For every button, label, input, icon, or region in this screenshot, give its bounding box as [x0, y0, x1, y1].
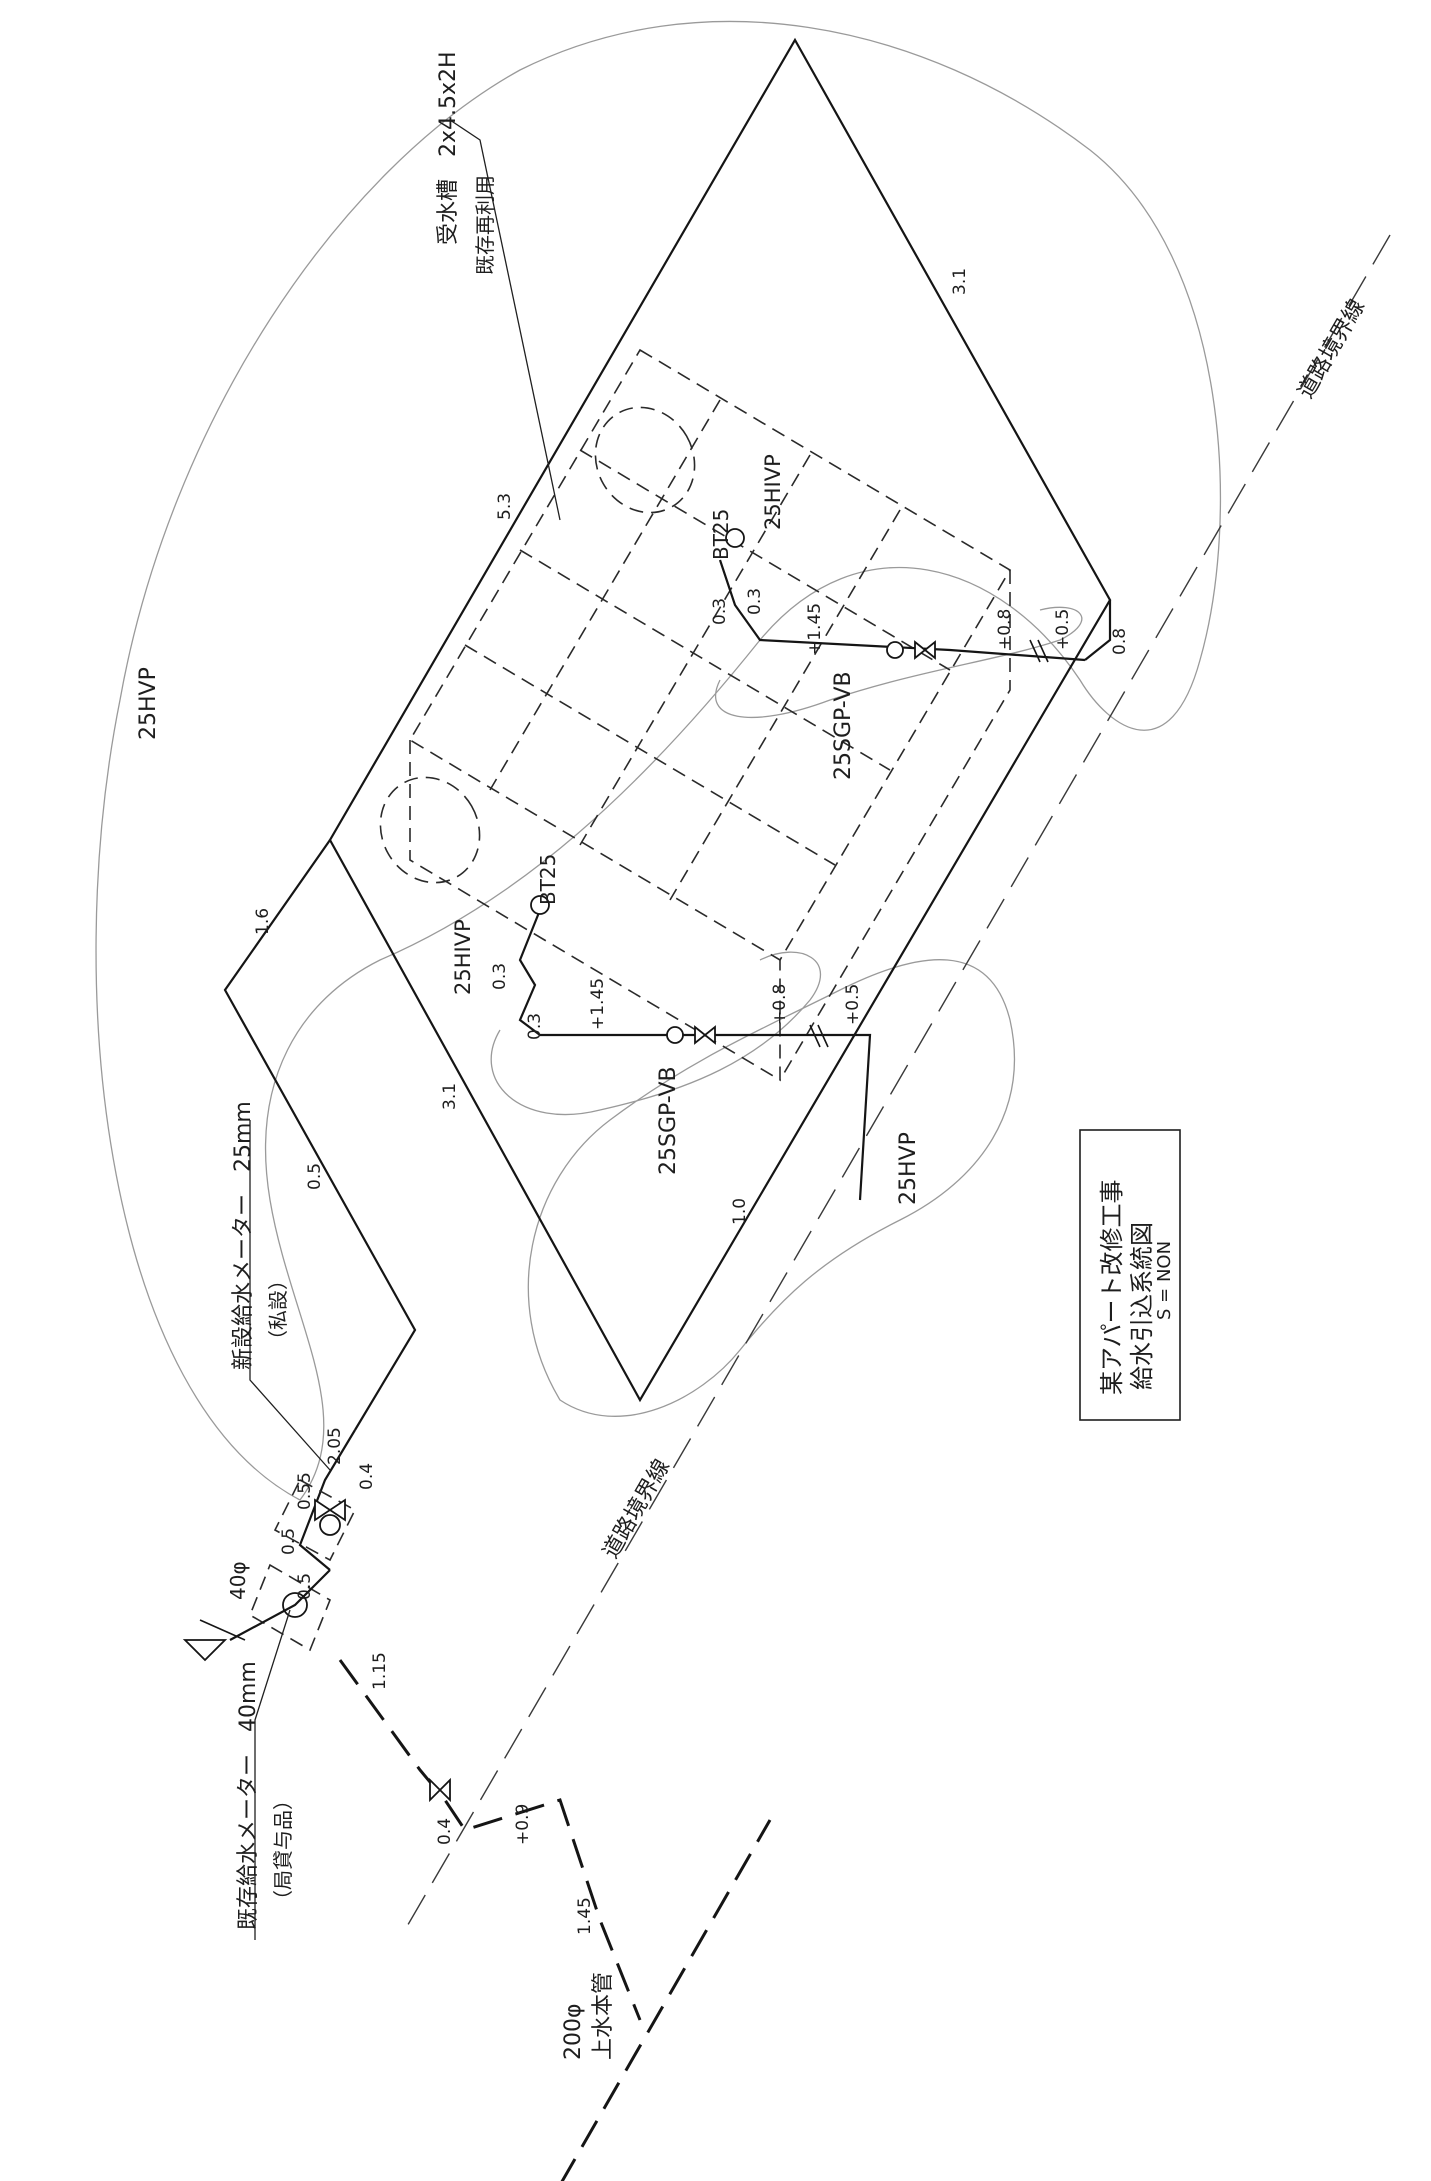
dim-0.3-lower-a: 0.3	[490, 963, 510, 990]
ball-tap-lower-icon	[530, 895, 550, 915]
buried-service-pipe	[338, 1659, 642, 2021]
union-upper-icon	[1029, 639, 1049, 663]
drawing-scale: S = NON	[1154, 1241, 1175, 1320]
dim-0.5: 0.5	[305, 1163, 325, 1190]
dim-1.0: 1.0	[730, 1198, 750, 1225]
pipe-label-sgp-lower: 25SGP-VB	[656, 1066, 681, 1175]
tank-leader	[449, 119, 561, 521]
dim-plus-0.8-upper: +0.8	[995, 609, 1015, 650]
title-block: 某アパート改修工事 給水引込系統図 S = NON	[1079, 1129, 1181, 1421]
union-lower-icon	[809, 1024, 829, 1048]
supply-branch-lower	[518, 895, 872, 1201]
supply-branch-upper	[718, 528, 1086, 663]
main-size-label: 200φ	[561, 2003, 586, 2060]
dim-3.1-top: 3.1	[950, 268, 970, 295]
ball-tap-label-lower: BT25	[536, 854, 560, 905]
new-meter-label: 新設給水メーター 25mm	[231, 1101, 256, 1370]
water-tank	[379, 348, 1012, 1082]
road-boundary-label-lower: 道路境界線	[599, 1455, 676, 1563]
new-meter-leader	[249, 1120, 331, 1471]
dim-plus-0.9: +0.9	[513, 1804, 533, 1845]
pipe-label-hvp-lower: 25HVP	[896, 1132, 921, 1205]
road-boundary-label-upper: 道路境界線	[1294, 295, 1371, 403]
dim-0.4-top: 0.4	[357, 1463, 377, 1490]
dim-0.3-lower-b: 0.3	[525, 1013, 545, 1040]
tank-label: 受水槽 2x4.5x2H	[436, 51, 461, 245]
drawing-title-line1: 某アパート改修工事	[1098, 1179, 1126, 1395]
branch-40-pipe	[199, 1619, 246, 1641]
new-meter-icon	[319, 1514, 341, 1536]
new-meter-note: （私設）	[266, 1270, 290, 1350]
dim-0.3-upper-a: 0.3	[710, 598, 730, 625]
dim-0.4-buried: 0.4	[435, 1818, 455, 1845]
existing-meter-label: 既存給水メーター 40mm	[236, 1661, 261, 1930]
ball-tap-upper-icon	[725, 528, 745, 548]
dim-0.8: 0.8	[1110, 628, 1130, 655]
existing-meter-leader	[254, 1609, 291, 1940]
stop-valve-icon	[314, 1498, 346, 1522]
meter-assembly	[182, 1429, 357, 1662]
pipe-route-upper-left	[223, 839, 417, 1431]
branch-size-label: 40φ	[226, 1561, 250, 1600]
revision-cloud-valve-b	[714, 606, 1083, 718]
branch-end-marker-icon	[182, 1639, 228, 1662]
meter-upper-icon	[886, 641, 904, 659]
drawing-title-line2: 給水引込系統図	[1128, 1222, 1156, 1390]
meter-lower-icon	[666, 1026, 684, 1044]
revision-cloud-valve-a	[490, 951, 822, 1116]
pipe-drop-right	[1084, 600, 1112, 661]
dim-0.5-meter-b: 0.5	[295, 1573, 315, 1600]
gate-valve-upper-icon	[914, 640, 936, 660]
title-block-frame	[1079, 1129, 1181, 1421]
main-name-label: 上水本管	[591, 1972, 616, 2060]
pipe-label-sgp-upper: 25SGP-VB	[831, 671, 856, 780]
dim-0.3-upper-b: 0.3	[745, 588, 765, 615]
pipe-label-hivp-lower: 25HIVP	[451, 919, 475, 995]
dim-3.1-left: 3.1	[440, 1083, 460, 1110]
revision-cloud-main	[95, 20, 1222, 1501]
revision-cloud-lower	[527, 959, 1015, 1417]
dim-plus-1.45-lower: +1.45	[588, 978, 608, 1030]
dim-0.5-meter: 0.5	[279, 1528, 299, 1555]
dim-plus-0.8-lower: +0.8	[770, 984, 790, 1025]
dim-plus-1.45-upper: +1.45	[805, 603, 825, 655]
gate-valve-lower-icon	[694, 1025, 716, 1045]
dim-0.55: 0.55	[295, 1472, 315, 1510]
existing-meter-note: （局貸与品）	[271, 1790, 295, 1910]
pipe-label-hvp-upper: 25HVP	[136, 667, 161, 740]
dim-plus-0.5-lower: +0.5	[843, 984, 863, 1025]
dim-1.6: 1.6	[253, 908, 273, 935]
dimensions: 3.1 3.1 5.3 1.6 0.5 1.0 0.8 2.05 0.4 0.5…	[253, 268, 1130, 1935]
road-boundary-line	[401, 234, 1391, 1936]
water-main-pipe	[560, 1819, 772, 2181]
ball-tap-label-upper: BT25	[709, 509, 733, 560]
pipe-label-hivp-upper: 25HIVP	[761, 454, 785, 530]
building-outline	[328, 37, 1112, 1403]
dim-1.15: 1.15	[370, 1652, 390, 1690]
dim-5.3: 5.3	[495, 493, 515, 520]
dim-1.45: 1.45	[575, 1897, 595, 1935]
dim-plus-0.5-upper: +0.5	[1053, 609, 1073, 650]
dim-2.05: 2.05	[325, 1427, 345, 1465]
corporation-valve-icon	[429, 1777, 451, 1803]
tank-note: 既存再利用	[473, 175, 497, 275]
